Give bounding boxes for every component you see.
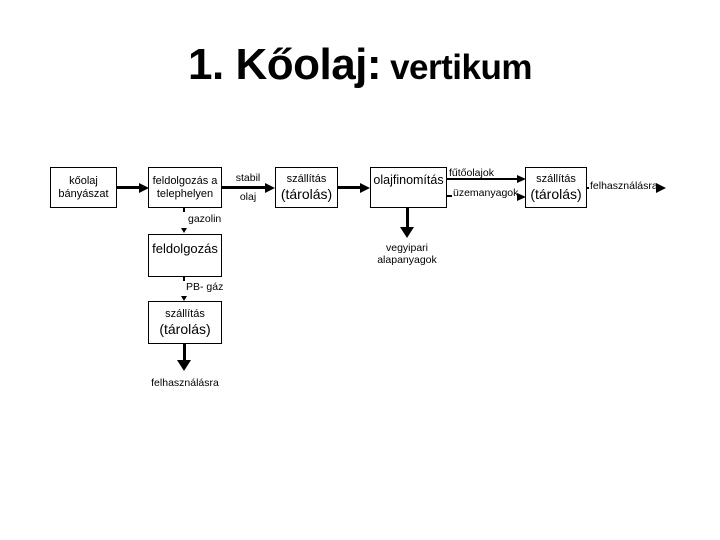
arrow-mining-to-site-processing-head-icon (139, 183, 149, 193)
arrow-transport1-to-refining-head-icon (360, 183, 370, 193)
processing-box: feldolgozás (148, 234, 222, 277)
mining-box: kőolaj bányászat (50, 167, 117, 208)
site-processing-box: feldolgozás a telephelyen (148, 167, 222, 208)
to-use-arrow-down-head-icon (177, 360, 191, 371)
transport-storage-box-2-line2: (tárolás) (530, 185, 582, 202)
title-emphasis-text: vertikum (390, 48, 532, 87)
pb-gas-connector-stub (183, 277, 185, 281)
gazoline-connector-head-icon (181, 228, 187, 233)
arrow-mining-to-site-processing (117, 186, 139, 189)
transport-storage-box-3: szállítás (tárolás) (148, 301, 222, 344)
pb-gas-connector-head-icon (181, 296, 187, 301)
processing-box-label: feldolgozás (152, 241, 218, 256)
transport-storage-box-1-line1: szállítás (286, 172, 327, 185)
fuel-oils-arrow (447, 178, 517, 180)
chemical-feedstock-arrow-head-icon (400, 227, 414, 238)
fuel-oils-label: fűtőolajok (449, 167, 494, 179)
fuels-arrow-head-icon (517, 193, 526, 201)
stable-oil-label-line1: stabil (235, 172, 261, 184)
stable-oil-label-line2: olaj (239, 191, 257, 203)
page-title: 1. Kőolaj:vertikum (0, 40, 720, 90)
gazoline-label: gazolin (188, 213, 222, 225)
transport-storage-box-2: szállítás (tárolás) (525, 167, 587, 208)
chemical-feedstock-arrow (406, 208, 409, 228)
site-processing-box-line1: feldolgozás a (152, 174, 218, 187)
gazoline-connector-stub (183, 208, 185, 212)
pb-gas-label: PB- gáz (186, 281, 224, 293)
refining-box: olajfinomítás (370, 167, 447, 208)
transport-storage-box-3-line2: (tárolás) (159, 320, 211, 337)
mining-box-line2: bányászat (58, 187, 109, 200)
arrow-transport1-to-refining (338, 186, 360, 189)
refining-box-label: olajfinomítás (373, 173, 444, 187)
arrow-to-transport1 (222, 186, 265, 189)
chemical-feedstock-label-line2: alapanyagok (377, 254, 437, 266)
fuel-oils-arrow-head-icon (517, 175, 526, 183)
mining-box-line1: kőolaj (69, 174, 98, 187)
to-use-arrow-down (183, 344, 186, 361)
transport-storage-box-1-line2: (tárolás) (280, 185, 333, 202)
site-processing-box-line2: telephelyen (156, 187, 214, 200)
arrow-to-transport1-head-icon (265, 183, 275, 193)
fuels-label: üzemanyagok (452, 187, 520, 199)
title-main-text: 1. Kőolaj: (188, 40, 382, 89)
to-use-label-bottom: felhasználásra (151, 377, 219, 389)
transport-storage-box-3-line1: szállítás (165, 307, 205, 320)
to-use-label-right: felhasználásra (589, 180, 659, 192)
to-use-arrow-right-head-icon (656, 183, 666, 193)
chemical-feedstock-label-line1: vegyipari (385, 242, 429, 254)
transport-storage-box-1: szállítás (tárolás) (275, 167, 338, 208)
transport-storage-box-2-line1: szállítás (536, 172, 576, 185)
chemical-feedstock-label: vegyipari alapanyagok (357, 242, 457, 266)
